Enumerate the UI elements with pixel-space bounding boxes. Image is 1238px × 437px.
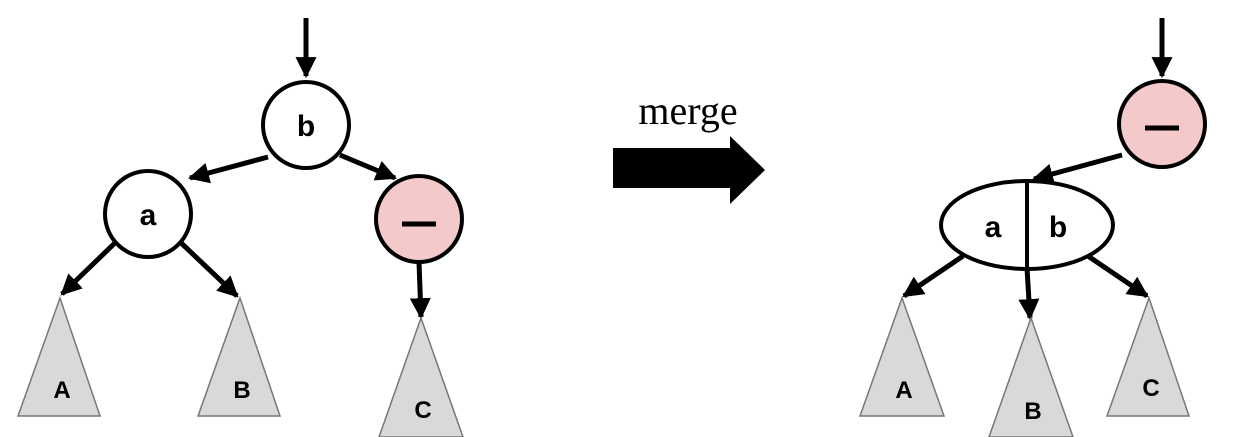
subtree-B-label: B	[233, 377, 250, 404]
subtree-B-right: B	[988, 315, 1074, 437]
subtree-A-left: A	[16, 295, 102, 417]
subtree-C-label: C	[1142, 375, 1159, 402]
edge-b-to-a	[187, 154, 269, 184]
subtree-C-label: C	[414, 397, 431, 424]
subtree-A-label: A	[53, 377, 70, 404]
edge-a-to-B	[176, 238, 239, 298]
node-b-label: b	[297, 110, 315, 143]
subtree-C-left: C	[378, 315, 464, 437]
merged-node-ab: a b	[939, 179, 1115, 271]
merge-label: merge	[638, 88, 737, 133]
merged-node-b-label: b	[1049, 211, 1067, 244]
before-tree: b a A B C	[16, 18, 464, 437]
edge-merged-to-A	[902, 253, 965, 299]
edge-merged-to-C	[1086, 253, 1149, 299]
subtree-C-right: C	[1105, 295, 1191, 417]
edge-empty-to-C	[409, 261, 431, 320]
merge-transition: merge	[613, 88, 765, 204]
merge-arrow-icon	[613, 136, 765, 204]
subtree-A-right: A	[858, 295, 946, 417]
subtree-B-label: B	[1024, 398, 1041, 425]
edge-empty-to-merged	[1031, 152, 1123, 185]
empty-node-left	[374, 174, 464, 264]
edge-merged-to-B	[1018, 267, 1040, 321]
node-a: a	[103, 169, 193, 259]
edge-b-to-empty	[339, 152, 397, 181]
node-b: b	[261, 80, 351, 170]
subtree-A-label: A	[895, 377, 912, 404]
empty-node-right	[1117, 79, 1207, 169]
node-a-label: a	[140, 199, 157, 232]
subtree-B-left: B	[196, 295, 282, 417]
edge-a-to-A	[60, 238, 120, 296]
after-tree: a b A B C	[858, 18, 1207, 437]
merged-node-a-label: a	[985, 211, 1002, 244]
